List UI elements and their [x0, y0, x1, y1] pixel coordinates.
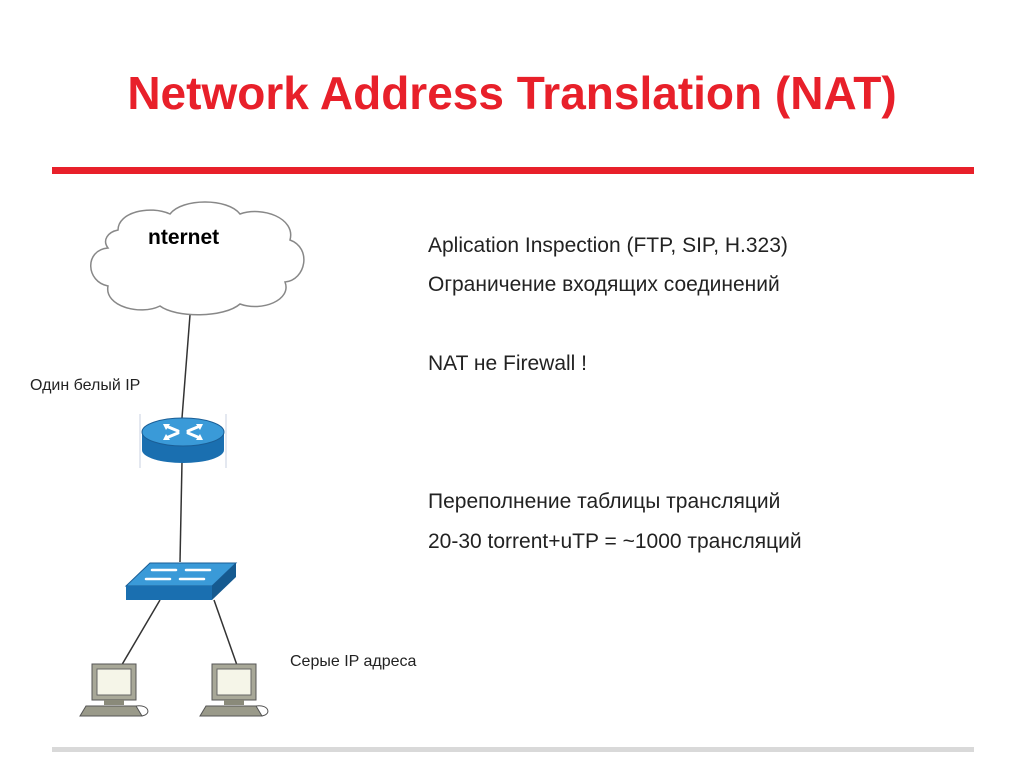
- link-router-switch: [179, 461, 183, 563]
- router-icon: [139, 414, 227, 468]
- note-line-5: 20-30 torrent+uTP = ~1000 трансляций: [428, 530, 802, 553]
- private-ip-label: Серые IP адреса: [290, 653, 417, 670]
- link-switch-pc2: [213, 599, 239, 669]
- footer-divider: [52, 747, 974, 752]
- link-switch-pc1: [119, 599, 161, 669]
- note-line-4: Переполнение таблицы трансляций: [428, 490, 781, 513]
- cloud-icon: [90, 201, 305, 316]
- switch-icon: [124, 562, 238, 600]
- note-line-3: NAT не Firewall !: [428, 352, 588, 375]
- public-ip-label: Один белый IP: [30, 377, 141, 394]
- note-line-1: Aplication Inspection (FTP, SIP, H.323): [428, 234, 788, 257]
- note-line-2: Ограничение входящих соединений: [428, 273, 780, 296]
- link-internet-router: [181, 314, 191, 419]
- computer-icon: [199, 663, 269, 717]
- internet-label: nternet: [148, 226, 220, 249]
- computer-icon: [79, 663, 149, 717]
- slide-title: Network Address Translation (NAT): [127, 67, 897, 119]
- title-divider: [52, 167, 974, 174]
